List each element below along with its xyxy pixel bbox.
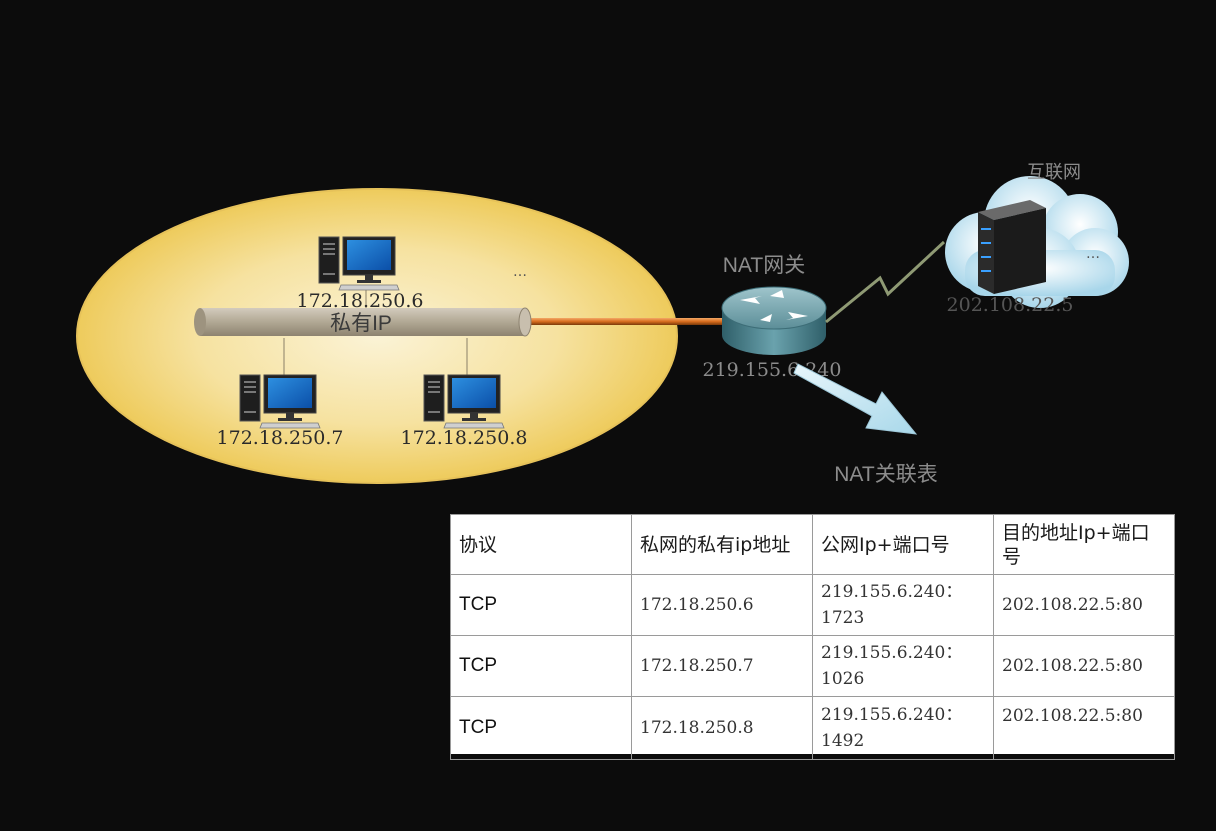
column-header-dest-ip-port: 目的地址Ip+端口号: [993, 514, 1175, 575]
host-ip-label: 172.18.250.7: [217, 427, 344, 449]
cell-protocol: TCP: [450, 696, 632, 760]
table-row: TCP 172.18.250.6 219.155.6.240：1723 202.…: [450, 574, 1175, 636]
more-hosts-ellipsis: …: [513, 264, 527, 280]
host-ip-label: 172.18.250.6: [297, 290, 424, 312]
table-row: TCP 172.18.250.8 219.155.6.240：1492 202.…: [450, 696, 1175, 760]
column-header-protocol: 协议: [450, 514, 632, 575]
gateway-title: NAT网关: [723, 254, 805, 277]
nat-table-title: NAT关联表: [834, 463, 937, 486]
router-icon: [721, 286, 827, 355]
cell-public-ip-port: 219.155.6.240：1026: [812, 635, 994, 697]
more-servers-ellipsis: …: [1086, 246, 1100, 262]
server-ip-label: 202.108.22.5: [947, 294, 1074, 316]
cell-protocol: TCP: [450, 635, 632, 697]
uplink-cable: [525, 318, 730, 325]
table-row: TCP 172.18.250.7 219.155.6.240：1026 202.…: [450, 635, 1175, 697]
bus-label: 私有IP: [330, 312, 392, 335]
pointer-arrow-icon: [793, 363, 918, 435]
private-ip-bus: [194, 307, 532, 337]
column-header-private-ip: 私网的私有ip地址: [631, 514, 813, 575]
cell-dest-ip-port: 202.108.22.5:80: [993, 574, 1175, 636]
host-ip-label: 172.18.250.8: [401, 427, 528, 449]
cell-private-ip: 172.18.250.7: [631, 635, 813, 697]
nat-association-table: 协议 私网的私有ip地址 公网Ip+端口号 目的地址Ip+端口号 TCP 172…: [450, 514, 1175, 760]
column-header-public-ip-port: 公网Ip+端口号: [812, 514, 994, 575]
cell-private-ip: 172.18.250.8: [631, 696, 813, 760]
cell-private-ip: 172.18.250.6: [631, 574, 813, 636]
cell-dest-ip-port: 202.108.22.5:80: [993, 635, 1175, 697]
internet-title: 互联网: [1027, 162, 1081, 183]
cell-public-ip-port: 219.155.6.240：1492: [812, 696, 994, 760]
table-header-row: 协议 私网的私有ip地址 公网Ip+端口号 目的地址Ip+端口号: [450, 514, 1175, 575]
cell-public-ip-port: 219.155.6.240：1723: [812, 574, 994, 636]
wan-link-lightning: [825, 240, 946, 324]
cell-protocol: TCP: [450, 574, 632, 636]
server-icon: [978, 200, 1046, 294]
cell-dest-ip-port: 202.108.22.5:80: [993, 696, 1175, 760]
